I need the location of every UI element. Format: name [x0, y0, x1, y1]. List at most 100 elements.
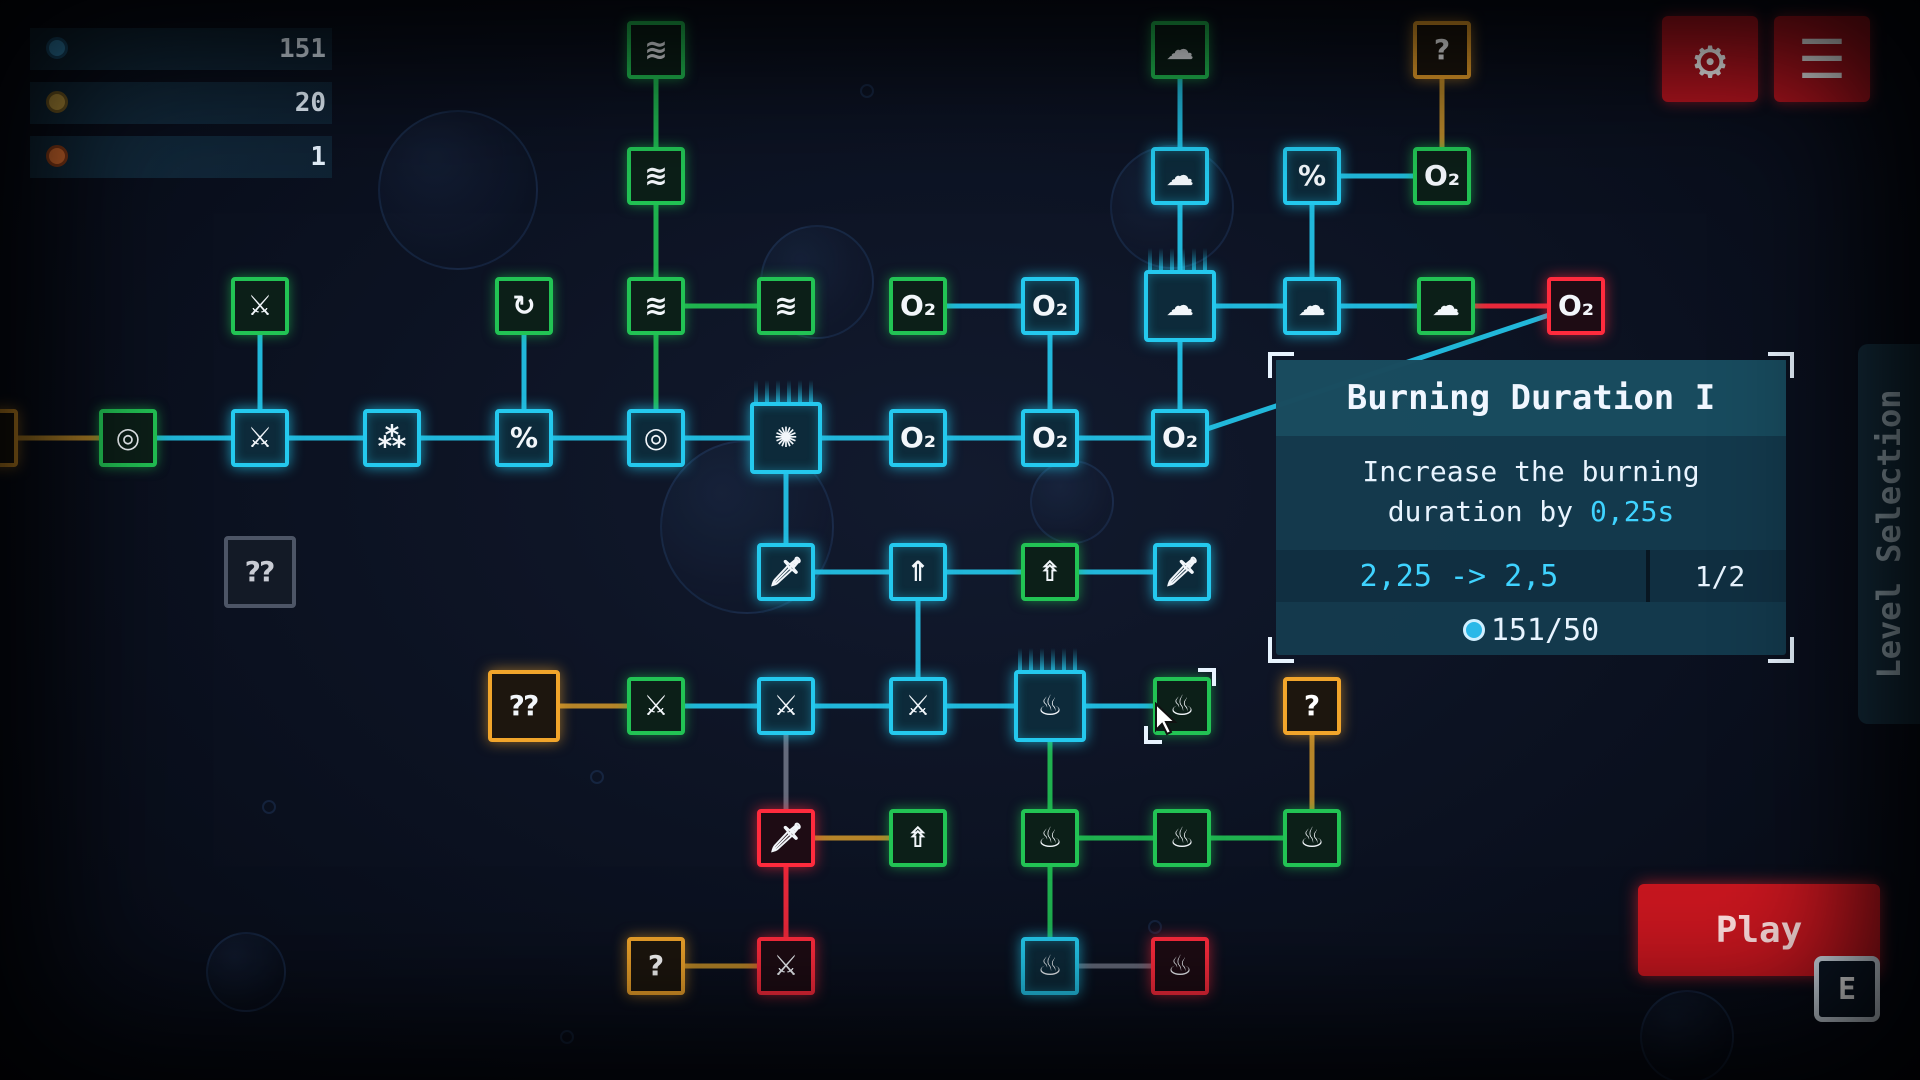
tooltip-desc-prefix: duration by: [1387, 495, 1590, 528]
mouse-cursor-icon: [1155, 702, 1178, 736]
split-arrow-icon: ⇮: [1038, 555, 1062, 588]
skill-node-left-edge[interactable]: [0, 409, 18, 467]
tooltip-cost-value: 151/50: [1490, 612, 1600, 648]
skill-node-o2-bubbles[interactable]: O₂: [1413, 147, 1471, 205]
coin-icon: [1462, 619, 1485, 641]
skill-node-pct-b[interactable]: %: [1283, 147, 1341, 205]
slash-icon: ⚔: [773, 949, 799, 982]
speed-icon: ≋: [774, 289, 798, 322]
speed-icon: ≋: [644, 289, 668, 322]
skill-node-speed-2[interactable]: ≋: [627, 147, 685, 205]
skill-node-o2-down[interactable]: O₂: [1021, 409, 1079, 467]
skill-node-speed-4[interactable]: ≋: [757, 277, 815, 335]
skill-node-fire-timer[interactable]: ♨: [1153, 677, 1211, 735]
skill-node-speed-1[interactable]: ≋: [627, 277, 685, 335]
level-selection-tab[interactable]: Level Selection: [1858, 344, 1920, 724]
skill-node-percent[interactable]: %: [495, 409, 553, 467]
skill-node-tank[interactable]: ☁: [1144, 248, 1216, 342]
tooltip-cost: 151/50: [1276, 608, 1786, 652]
skill-node-q-right[interactable]: ?: [1283, 677, 1341, 735]
hidden-icon: ⁇: [245, 555, 275, 588]
skill-node-fire-timer-2[interactable]: ♨: [1283, 809, 1341, 867]
skill-node-tank-2[interactable]: ☁: [1151, 147, 1209, 205]
skill-node-dagger-red[interactable]: 🗡: [757, 809, 815, 867]
tooltip-title: Burning Duration I: [1276, 360, 1786, 436]
oxygen-bubbles-icon: O₂: [1423, 159, 1461, 192]
skill-node-q-bottom[interactable]: ?: [627, 937, 685, 995]
tooltip-description: Increase the burning duration by 0,25s: [1276, 452, 1786, 532]
skill-node-sword-b[interactable]: ⚔: [231, 277, 289, 335]
skill-node-hidden-orange[interactable]: ⁇: [488, 670, 560, 742]
tank-icon: ☁: [1166, 159, 1194, 192]
skill-node-sword-c[interactable]: ⚔: [757, 677, 815, 735]
background-bubble: [590, 770, 604, 784]
slash-icon: ⚔: [905, 689, 931, 722]
tooltip-value-change: 2,25 -> 2,5: [1359, 558, 1559, 594]
skill-node-fire-loop-red[interactable]: ♨: [1151, 937, 1209, 995]
skill-node-fire-2[interactable]: ♨: [1021, 809, 1079, 867]
active-flame-effect: [1148, 248, 1212, 272]
fire-loop-icon: ♨: [1037, 949, 1063, 982]
skill-node-fire[interactable]: ♨: [1014, 648, 1086, 742]
play-hotkey: E: [1814, 956, 1880, 1022]
skill-node-fire-3[interactable]: ♨: [1153, 809, 1211, 867]
skill-node-o2-red[interactable]: O₂: [1547, 277, 1605, 335]
skill-node-orb-start[interactable]: ◎: [99, 409, 157, 467]
question-icon: ?: [647, 949, 665, 982]
question-icon: ?: [1303, 689, 1321, 722]
menu-button[interactable]: ☰: [1774, 16, 1870, 102]
skill-node-sword-plus[interactable]: ⚔: [627, 677, 685, 735]
question-icon: ?: [1433, 33, 1451, 66]
fire-spread-icon: ♨: [1037, 821, 1063, 854]
skill-node-sword-a[interactable]: ⚔: [231, 409, 289, 467]
skill-node-orb-mid[interactable]: ◎: [627, 409, 685, 467]
gem-icon: [46, 91, 68, 113]
settings-button[interactable]: ⚙: [1662, 16, 1758, 102]
hover-bracket: [1144, 726, 1162, 744]
active-flame-effect: [754, 380, 818, 404]
background-bubble: [378, 110, 538, 270]
tooltip-corner: [1268, 352, 1294, 378]
split-arrow-icon: ⇮: [906, 821, 930, 854]
skill-node-tank-pct[interactable]: ☁: [1283, 277, 1341, 335]
background-bubble: [860, 84, 874, 98]
skill-node-o2[interactable]: O₂: [889, 409, 947, 467]
oxygen-fire-icon: O₂: [1161, 421, 1199, 454]
skill-node-slash-red[interactable]: ⚔: [757, 937, 815, 995]
core-count: 1: [310, 142, 326, 172]
background-bubble: [560, 1030, 574, 1044]
fire-timer-icon: ♨: [1169, 689, 1195, 722]
skill-node-orbs[interactable]: ⁂: [363, 409, 421, 467]
orbs-icon: ⁂: [377, 421, 407, 454]
magnet-icon: ↻: [512, 289, 536, 322]
hamburger-icon: ☰: [1797, 27, 1847, 91]
fire-loop-icon: ♨: [1167, 949, 1193, 982]
speed-icon: ≋: [644, 159, 668, 192]
gem-count: 20: [294, 88, 326, 118]
skill-node-o2-fire-down[interactable]: O₂: [1151, 409, 1209, 467]
skill-node-speed-3[interactable]: ≋: [627, 21, 685, 79]
skill-node-split-2[interactable]: ⇮: [889, 809, 947, 867]
background-bubble: [1640, 990, 1734, 1080]
tooltip-desc-line1: Increase the burning: [1362, 455, 1700, 488]
skill-node-tank-top[interactable]: ☁: [1151, 21, 1209, 79]
speed-icon: ≋: [644, 33, 668, 66]
tooltip-corner: [1768, 637, 1794, 663]
skill-node-q-top[interactable]: ?: [1413, 21, 1471, 79]
skill-node-arrow-up[interactable]: ⇑: [889, 543, 947, 601]
skill-node-o2-plus[interactable]: O₂: [889, 277, 947, 335]
skill-node-fire-loop[interactable]: ♨: [1021, 937, 1079, 995]
skill-node-o2-plus2[interactable]: O₂: [1021, 277, 1079, 335]
skill-node-brain[interactable]: ✺: [750, 380, 822, 474]
oxygen-plus-icon: O₂: [899, 289, 937, 322]
skill-node-hidden-gray[interactable]: ⁇: [224, 536, 296, 608]
skill-node-split[interactable]: ⇮: [1021, 543, 1079, 601]
skill-node-dagger-b[interactable]: 🗡: [1153, 543, 1211, 601]
gear-icon: ⚙: [1693, 27, 1727, 91]
skill-node-slash[interactable]: ⚔: [889, 677, 947, 735]
resource-bar-coins: 151: [30, 28, 332, 70]
skill-node-dagger-a[interactable]: 🗡: [757, 543, 815, 601]
skill-node-tank-green[interactable]: ☁: [1417, 277, 1475, 335]
skill-node-magnet[interactable]: ↻: [495, 277, 553, 335]
